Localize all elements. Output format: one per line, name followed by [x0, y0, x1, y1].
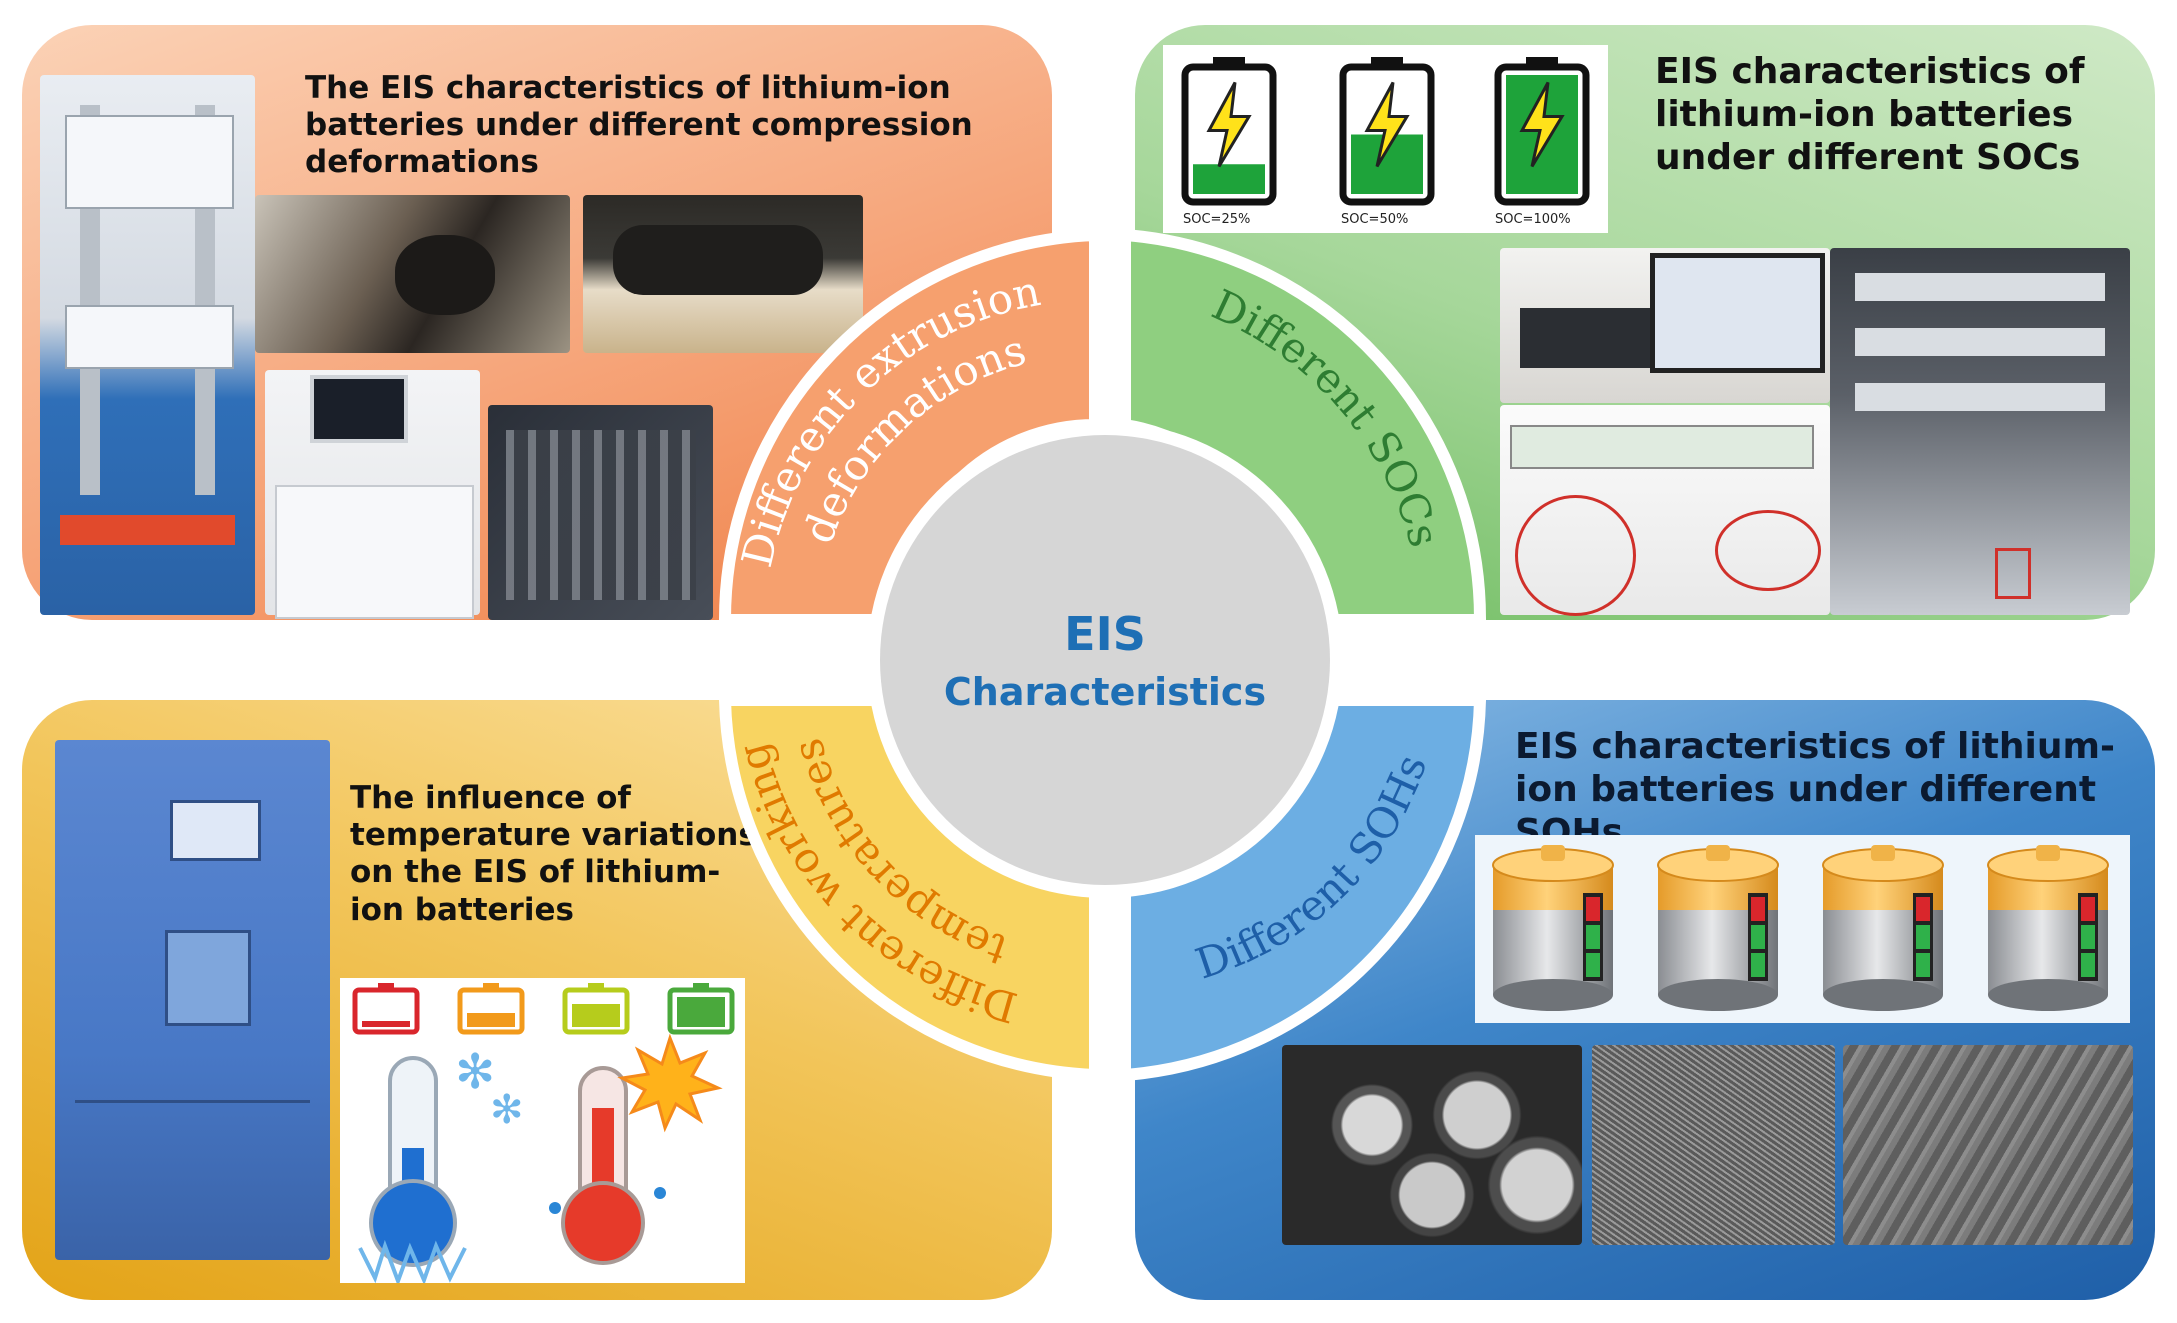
- center-title: EIS: [1064, 607, 1146, 661]
- soc-label-25: SOC=25%: [1183, 212, 1251, 227]
- soh-battery-icon-1: [1492, 845, 1614, 1011]
- temperature-icons: ✻ ✻: [352, 983, 735, 1283]
- soc-title: EIS characteristics of lithium-ion batte…: [1655, 51, 2085, 179]
- eis-workstation-photo: [1500, 248, 1830, 403]
- impedance-analyzer-photo: [488, 405, 713, 620]
- sem-image-fibrous: [1592, 1045, 1835, 1245]
- cold-thermometer-icon: ✻ ✻: [358, 1044, 524, 1283]
- sem-image-particles: [1282, 1045, 1582, 1245]
- soc-label-100: SOC=100%: [1495, 212, 1571, 227]
- battery-orange-icon: [457, 983, 525, 1035]
- deformed-battery-photo-2: [583, 195, 863, 353]
- soc-label-50: SOC=50%: [1341, 212, 1409, 227]
- soh-title: EIS characteristics of lithium-ion batte…: [1515, 726, 2115, 854]
- hot-thermometer-icon: [549, 1033, 723, 1265]
- center-subtitle: Characteristics: [944, 670, 1266, 714]
- center-circle: [880, 435, 1330, 885]
- soc-battery-icon-1: [1181, 57, 1277, 206]
- sem-image-surface: [1843, 1045, 2133, 1245]
- battery-lime-icon: [562, 983, 630, 1035]
- battery-green-icon: [667, 983, 735, 1035]
- soh-battery-icons: [1492, 845, 2109, 1011]
- svg-text:✻: ✻: [455, 1044, 495, 1100]
- soc-battery-icons: [1181, 57, 1590, 206]
- battery-fixture-photo: [1500, 405, 1830, 616]
- battery-red-icon: [352, 983, 420, 1035]
- testing-machine-photo: [40, 75, 255, 615]
- temperature-title: The influence of temperature variations …: [350, 780, 757, 928]
- control-cabinet-photo: [265, 370, 480, 619]
- battery-tester-rack-photo: [1830, 248, 2130, 615]
- compression-title: The EIS characteristics of lithium-ion b…: [305, 70, 973, 181]
- soh-battery-icon-3: [1822, 845, 1944, 1011]
- soh-battery-icon-4: [1987, 845, 2109, 1011]
- deformed-battery-photo-1: [255, 195, 570, 353]
- soc-battery-icon-3: [1494, 57, 1590, 206]
- soh-battery-icon-2: [1657, 845, 1779, 1011]
- svg-text:✻: ✻: [490, 1087, 524, 1133]
- thermal-chamber-photo: [55, 740, 330, 1260]
- soc-battery-icon-2: [1339, 57, 1435, 206]
